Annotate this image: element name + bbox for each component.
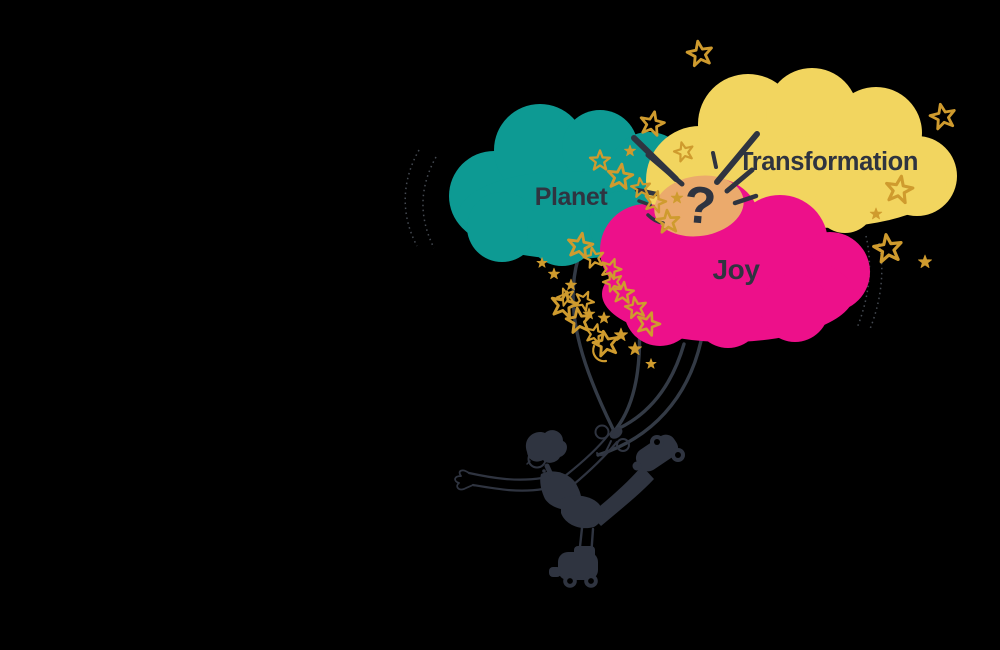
skate-toe-stop — [549, 567, 561, 577]
skate-back — [632, 434, 685, 472]
sparkle-star-icon — [636, 107, 668, 138]
string-bow-knot — [594, 424, 630, 457]
sparkle-star-icon — [926, 100, 959, 132]
skate-toe-stop — [632, 461, 642, 471]
balloon-string — [596, 339, 703, 457]
emphasis-burst-lines — [631, 131, 760, 225]
roller-skater-figure — [454, 424, 685, 588]
skater-hair — [525, 430, 567, 463]
sparkle-star-icon — [597, 311, 611, 324]
crescent-icon — [592, 344, 608, 363]
sparkle-star-icon — [870, 231, 905, 265]
skater-nose — [526, 460, 531, 465]
sparkle-star-icon — [645, 358, 657, 369]
skate-front — [549, 546, 598, 588]
sparkle-star-icon — [684, 37, 716, 68]
cloud-label-planet: Planet — [535, 183, 609, 211]
cloud-label-joy: Joy — [712, 254, 760, 285]
question-mark-label: ? — [682, 176, 719, 237]
skater-extended-arm — [454, 469, 545, 492]
balloon-string — [611, 342, 686, 433]
skater-neck — [544, 463, 555, 480]
sparkle-star-icon — [547, 267, 561, 280]
sparkle-star-icon — [917, 254, 933, 269]
skater-hand — [609, 427, 623, 439]
skater-earring — [542, 469, 546, 473]
skater-shorts — [561, 495, 603, 529]
skater-back-leg — [590, 466, 654, 526]
cloud-label-transformation: Transformation — [738, 148, 918, 176]
balloon-string — [571, 257, 615, 431]
motion-lines-left — [404, 149, 437, 249]
balloon-strings — [571, 257, 703, 457]
